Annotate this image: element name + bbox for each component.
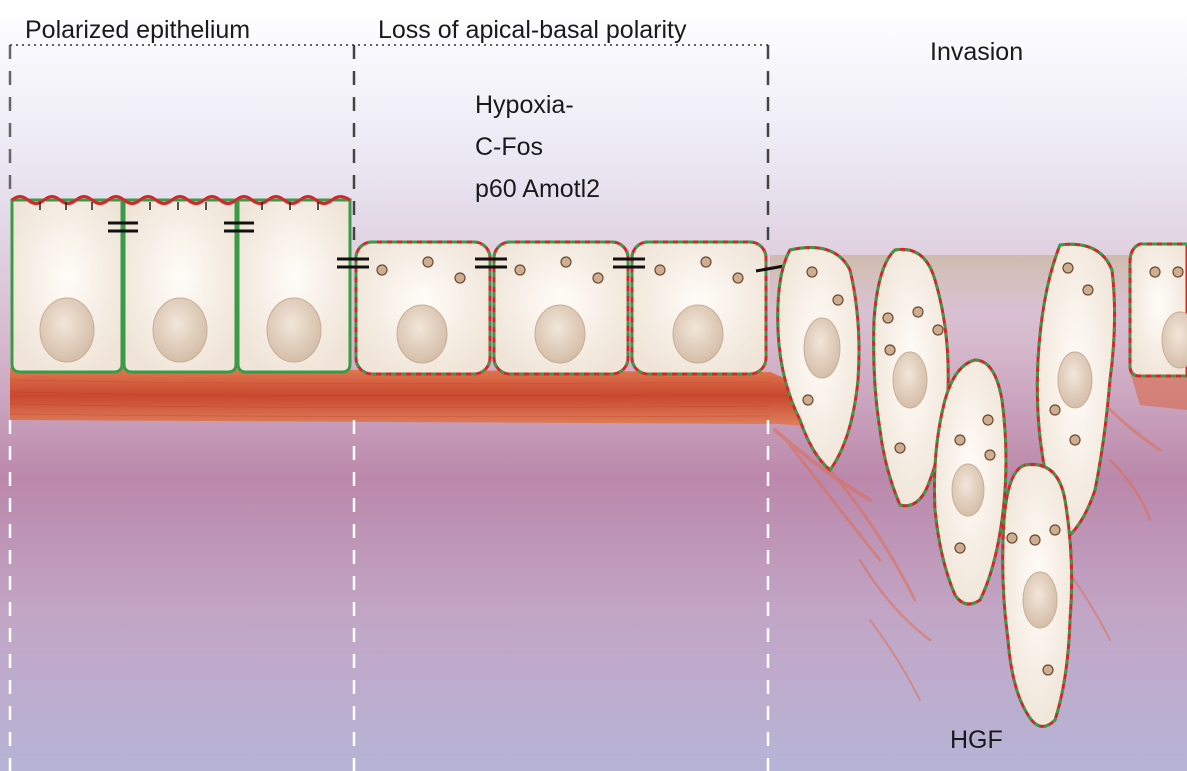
polarized-cell <box>124 200 236 372</box>
factor-p60-amotl2: p60 Amotl2 <box>475 175 600 203</box>
polarized-cells <box>12 197 350 373</box>
polarized-cell <box>238 200 350 372</box>
panel-title-invasion: Invasion <box>930 38 1023 66</box>
hgf-label: HGF <box>950 726 1003 754</box>
depolarized-cells <box>337 242 784 374</box>
depolarized-cell <box>632 242 766 374</box>
panel-title-loss-of-polarity: Loss of apical-basal polarity <box>378 16 687 44</box>
invasive-cell-edge <box>1130 244 1187 376</box>
factor-hypoxia: Hypoxia- <box>475 91 574 119</box>
factor-c-fos: C-Fos <box>475 133 543 161</box>
polarized-cell <box>12 200 122 372</box>
panel-title-polarized: Polarized epithelium <box>25 16 250 44</box>
